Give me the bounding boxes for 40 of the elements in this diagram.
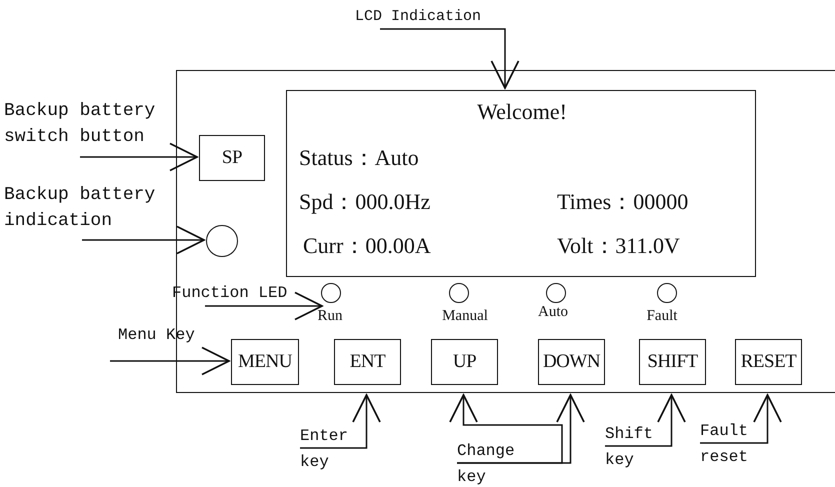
leader-line xyxy=(605,394,686,447)
led-label: Run xyxy=(318,308,342,325)
leader-line xyxy=(380,28,520,89)
callout-label: LCD Indication xyxy=(355,4,505,28)
key-button: DOWN xyxy=(538,339,605,385)
leader-line xyxy=(205,292,323,320)
indicator-led xyxy=(449,283,469,303)
callout-label: Backup battery switch button xyxy=(4,98,178,150)
indicator-led xyxy=(546,283,566,303)
callout-label: Enter key xyxy=(300,423,364,475)
status-readout: Curr：00.00A xyxy=(303,232,431,260)
callout-label: Shift key xyxy=(605,421,669,473)
leader-line xyxy=(700,394,782,444)
led-label: Manual xyxy=(442,308,488,325)
status-readout: Volt：311.0V xyxy=(557,232,680,260)
status-readout: Status：Auto xyxy=(299,144,419,172)
key-button: ENT xyxy=(334,339,401,385)
led-label: Fault xyxy=(646,308,678,325)
callout-label: Change key xyxy=(457,438,537,487)
lcd-screen xyxy=(286,90,756,277)
key-button: UP xyxy=(431,339,498,385)
indicator-led xyxy=(321,283,341,303)
leader-line xyxy=(300,394,381,449)
status-readout: Times：00000 xyxy=(557,188,688,216)
key-button: RESET xyxy=(735,339,802,385)
callout-label: Backup battery indication xyxy=(4,182,178,234)
status-readout: Spd：000.0Hz xyxy=(299,188,430,216)
welcome-message: Welcome! xyxy=(477,99,567,125)
leader-line xyxy=(82,226,205,254)
leader-line xyxy=(80,142,198,172)
leader-line xyxy=(449,394,563,464)
leader-line xyxy=(457,394,585,464)
leader-line xyxy=(110,346,230,376)
indicator-led xyxy=(657,283,677,303)
indicator-led xyxy=(206,225,238,257)
key-button: MENU xyxy=(231,339,299,385)
key-button: SHIFT xyxy=(639,339,706,385)
callout-label: Fault reset xyxy=(700,418,764,470)
led-label: Auto xyxy=(538,304,568,321)
key-button: SP xyxy=(199,135,265,181)
